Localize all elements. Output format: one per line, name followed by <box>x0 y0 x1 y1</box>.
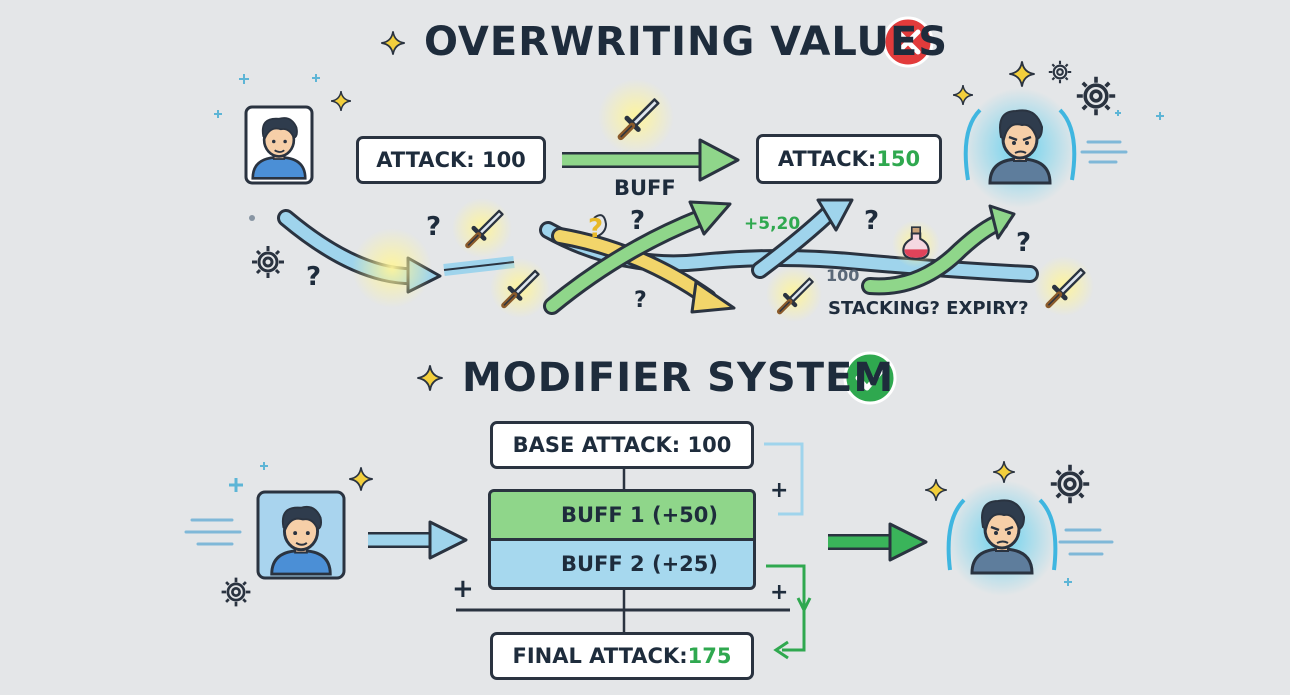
sparkle-icon <box>1008 60 1036 88</box>
green-check-icon <box>843 351 897 405</box>
attack-after-box: ATTACK: 150 <box>756 134 942 184</box>
gear-icon-small <box>1047 59 1073 85</box>
input-arrow <box>428 520 468 560</box>
buff1-text: BUFF 1 (+50) <box>561 503 718 527</box>
final-attack-box: FINAL ATTACK: 175 <box>490 632 754 680</box>
gear-icon <box>1075 75 1117 117</box>
gear-icon <box>1049 462 1091 506</box>
question-mark: ? <box>864 206 880 236</box>
base-attack-box: BASE ATTACK: 100 <box>490 421 754 469</box>
buff-arrow <box>698 138 740 182</box>
attack-after-value: 150 <box>876 147 921 171</box>
buff-label: BUFF <box>614 176 676 200</box>
final-attack-label: FINAL ATTACK: <box>512 644 688 668</box>
character-left-top <box>244 105 314 185</box>
output-arrow <box>888 522 928 562</box>
sparkle-icon <box>992 460 1016 484</box>
sparkle-icon <box>952 84 974 106</box>
question-mark: ? <box>306 262 322 292</box>
gear-icon <box>250 244 286 280</box>
plus-sign: + <box>770 478 789 503</box>
question-mark: ? <box>634 288 647 313</box>
chaos-value-label: 100 <box>826 266 860 285</box>
buff2-text: BUFF 2 (+25) <box>561 552 718 576</box>
final-attack-value: 175 <box>687 644 732 668</box>
sparkle-icon <box>330 90 352 112</box>
sparkle-icon <box>348 466 374 492</box>
sparkle-icon <box>380 30 406 56</box>
chaos-arrows <box>277 198 1039 315</box>
speed-lines-icon <box>1080 140 1128 164</box>
question-mark: ? <box>426 212 442 242</box>
question-mark: ? <box>1016 228 1032 258</box>
character-right-top <box>962 88 1078 208</box>
overwriting-title: OVERWRITING VALUES <box>424 19 949 65</box>
character-left-bottom <box>256 490 346 580</box>
modifier-title: MODIFIER SYSTEM <box>462 355 895 401</box>
base-attack-text: BASE ATTACK: 100 <box>512 433 732 457</box>
chaos-delta-label: +5,20 <box>744 214 801 234</box>
question-mark: ? <box>588 214 604 244</box>
question-mark: ? <box>630 206 646 236</box>
buff2-box: BUFF 2 (+25) <box>488 538 756 590</box>
sparkle-icon <box>924 478 948 502</box>
gear-icon <box>220 576 252 608</box>
plus-sign: + <box>770 580 789 605</box>
chaos-caption: STACKING? EXPIRY? <box>828 298 1029 319</box>
plus-sign: + <box>452 574 474 604</box>
sparkle-icon <box>416 364 444 392</box>
attack-after-label: ATTACK: <box>777 147 877 171</box>
character-right-bottom <box>946 480 1058 596</box>
red-x-icon <box>882 16 934 68</box>
buff1-box: BUFF 1 (+50) <box>488 489 756 541</box>
attack-before-text: ATTACK: 100 <box>376 148 526 172</box>
attack-before-box: ATTACK: 100 <box>356 136 546 184</box>
